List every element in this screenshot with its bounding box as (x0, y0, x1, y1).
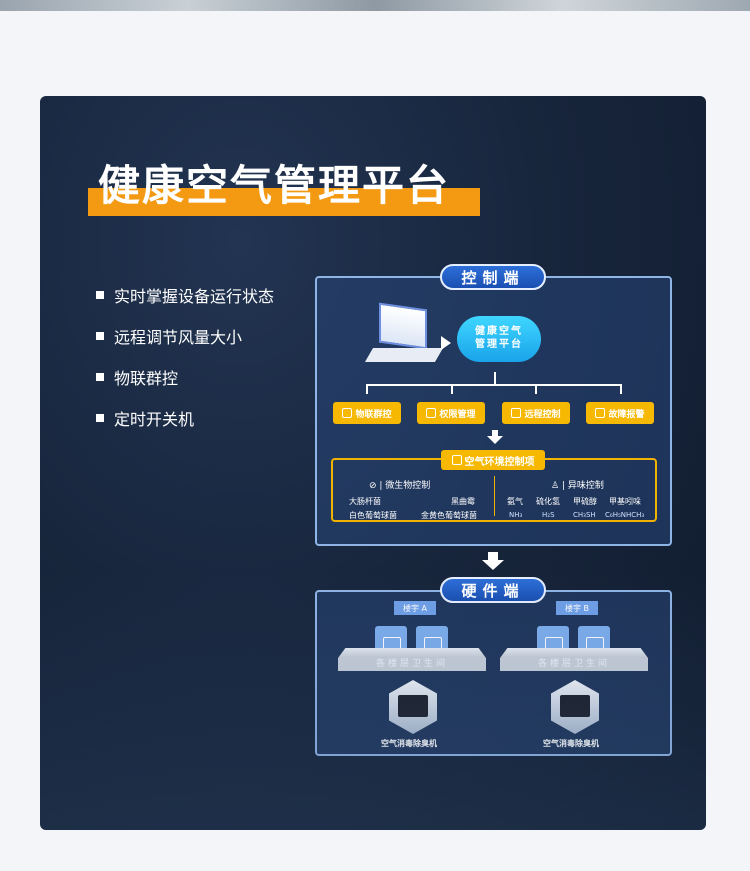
env-label-text: 空气环境控制项 (464, 456, 535, 468)
feature-item: 物联群控 (96, 356, 274, 397)
control-panel: 健康空气 管理平台 物联群控 权限管理 远程控制 故障报警 空气环境控制项 ⊘ … (315, 276, 672, 546)
floor-shelf: 各楼层卫生间 (338, 648, 486, 672)
odor-formula: C₆H₅NHCH₃ (605, 511, 645, 519)
feature-text: 物联群控 (114, 368, 179, 388)
cloud-icon: 健康空气 管理平台 (457, 316, 541, 362)
connector-line (535, 384, 537, 394)
feature-list: 实时掌握设备运行状态 远程调节风量大小 物联群控 定时开关机 (96, 274, 274, 438)
title-highlight (88, 188, 480, 216)
microbe-item: 白色葡萄球菌 (349, 511, 397, 520)
function-remote-control: 远程控制 (502, 402, 570, 424)
bullet-icon (96, 290, 104, 299)
laptop-icon (364, 302, 444, 366)
device-label: 空气消毒除臭机 (543, 739, 599, 748)
bullet-icon (96, 372, 104, 381)
odor-control-title: ♙ | 异味控制 (551, 481, 604, 491)
microbe-item: 大肠杆菌 (349, 497, 381, 506)
function-label: 远程控制 (524, 409, 561, 420)
device-label: 空气消毒除臭机 (381, 739, 437, 748)
user-icon (426, 408, 437, 418)
top-banner-image (0, 0, 750, 11)
feature-text: 定时开关机 (114, 409, 195, 429)
bullet-icon (96, 331, 104, 340)
floor-shelf: 各楼层卫生间 (500, 648, 648, 672)
alarm-icon (595, 408, 606, 418)
device-box-icon (578, 626, 610, 658)
odor-item: 甲基吲哚 (609, 497, 641, 506)
env-control-label: 空气环境控制项 (441, 450, 545, 470)
control-end-label: 控制端 (440, 264, 546, 290)
disinfection-machine-icon (551, 680, 599, 734)
device-box-icon (537, 626, 569, 658)
cloud-text: 健康空气 (475, 326, 523, 337)
function-label: 物联群控 (355, 409, 392, 420)
page-title: 健康空气管理平台 (98, 161, 451, 210)
function-label: 故障报警 (608, 409, 645, 420)
platform-card: 健康空气管理平台 实时掌握设备运行状态 远程调节风量大小 物联群控 定时开关机 … (40, 96, 706, 830)
odor-item: 甲硫醇 (573, 497, 597, 506)
feature-item: 定时开关机 (96, 397, 274, 438)
arrow-down-icon (482, 560, 504, 570)
divider (494, 476, 495, 516)
connector-line (494, 372, 496, 384)
floor-label: 各楼层卫生间 (500, 658, 648, 671)
feature-item: 实时掌握设备运行状态 (96, 274, 274, 315)
odor-formula: H₂S (542, 511, 555, 519)
device-box-icon (375, 626, 407, 658)
connector-line (620, 384, 622, 394)
bullet-icon (96, 413, 104, 422)
micro-control-title: ⊘ | 微生物控制 (369, 481, 431, 491)
feature-text: 远程调节风量大小 (114, 327, 243, 347)
function-fault-alarm: 故障报警 (586, 402, 654, 424)
connector-line (451, 384, 453, 394)
hardware-panel: 楼宇 A 各楼层卫生间 空气消毒除臭机 楼宇 B 各楼层卫生间 空气消毒除臭机 (315, 590, 672, 756)
building-tag: 楼宇 B (556, 601, 598, 615)
building-tag: 楼宇 A (394, 601, 436, 615)
odor-item: 硫化氢 (536, 497, 560, 506)
connector-line (366, 384, 368, 394)
disinfection-machine-icon (389, 680, 437, 734)
function-iot-group-control: 物联群控 (333, 402, 401, 424)
iot-icon (342, 408, 353, 418)
remote-icon (511, 408, 522, 418)
floor-label: 各楼层卫生间 (338, 658, 486, 671)
hardware-end-label: 硬件端 (440, 577, 546, 603)
connector-line (366, 384, 622, 386)
microbe-item: 金黄色葡萄球菌 (421, 511, 477, 520)
function-label: 权限管理 (439, 409, 476, 420)
odor-formula: NH₃ (509, 511, 523, 519)
shelf-top (338, 648, 486, 658)
device-box-icon (416, 626, 448, 658)
odor-formula: CH₃SH (573, 511, 596, 519)
feature-item: 远程调节风量大小 (96, 315, 274, 356)
microbe-item: 黑曲霉 (451, 497, 475, 506)
arrow-right-icon (441, 336, 451, 350)
feature-text: 实时掌握设备运行状态 (114, 286, 275, 306)
arrow-down-icon (492, 430, 498, 436)
odor-label: | 异味控制 (561, 481, 604, 491)
shelf-top (500, 648, 648, 658)
clipboard-icon (451, 455, 462, 465)
arrow-down-icon (487, 436, 503, 444)
function-permission-management: 权限管理 (417, 402, 485, 424)
arrow-down-icon (488, 552, 498, 560)
micro-label: | 微生物控制 (379, 481, 431, 491)
odor-item: 氨气 (507, 497, 523, 506)
cloud-text: 管理平台 (475, 339, 523, 350)
